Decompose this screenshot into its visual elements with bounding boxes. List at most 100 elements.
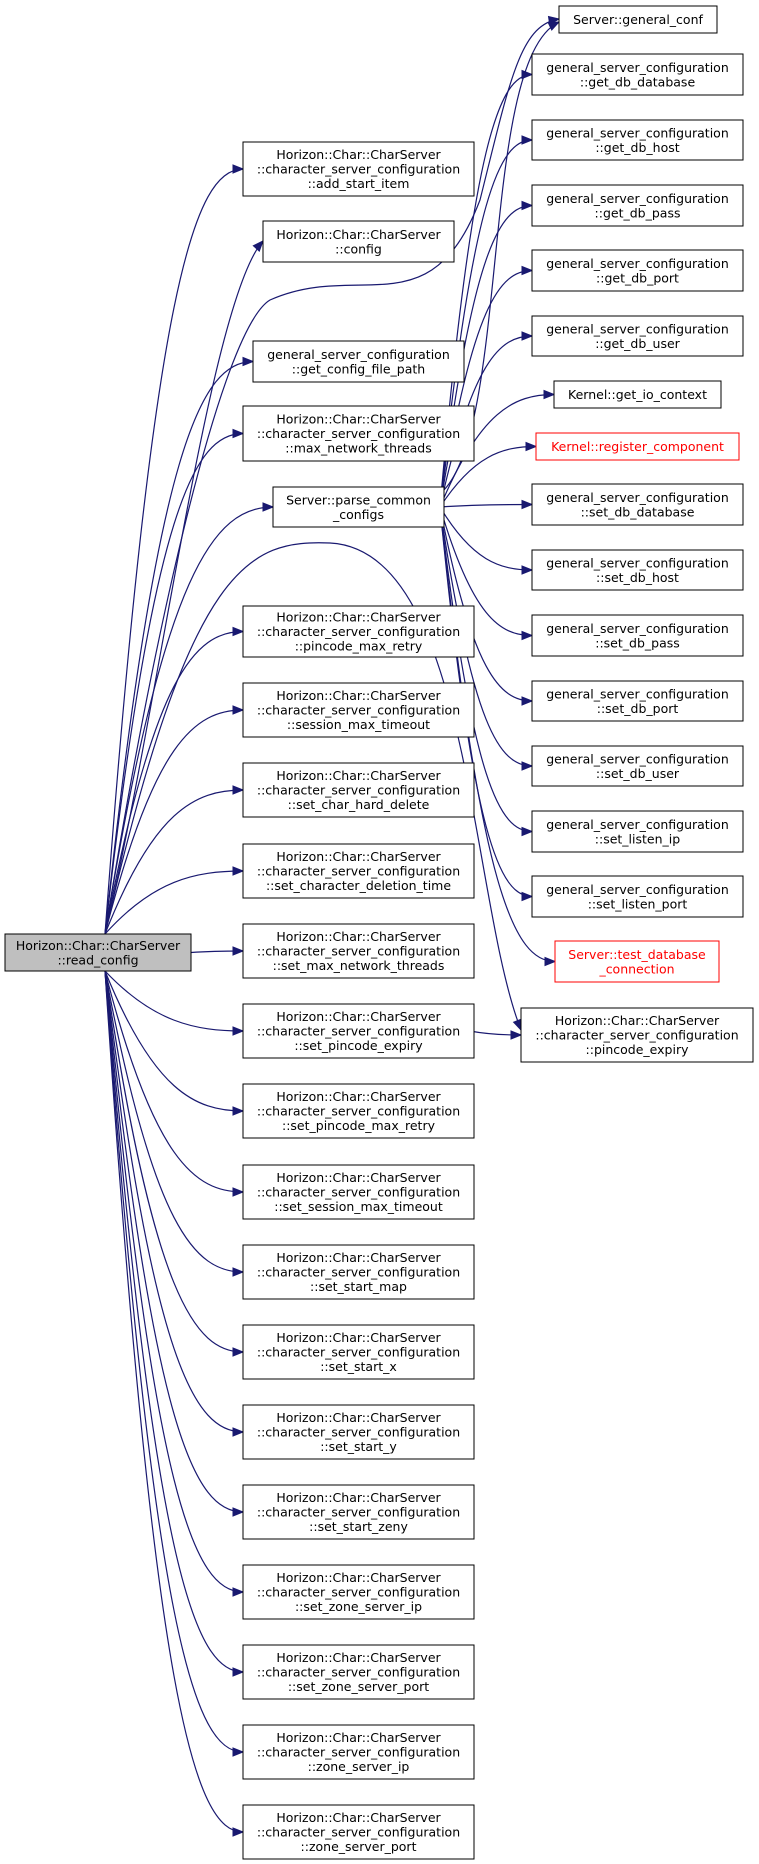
- node-label: general_server_configuration: [546, 125, 729, 140]
- node-label: ::read_config: [57, 952, 138, 967]
- node-get_db_database[interactable]: general_server_configuration::get_db_dat…: [531, 53, 744, 96]
- node-root[interactable]: Horizon::Char::CharServer::read_config: [4, 933, 192, 972]
- node-zone_server_ip[interactable]: Horizon::Char::CharServer::character_ser…: [242, 1724, 475, 1780]
- node-label: _connection: [598, 961, 674, 976]
- node-label: ::character_server_configuration: [257, 1345, 460, 1360]
- node-box: [242, 1724, 475, 1780]
- node-label: ::set_start_zeny: [309, 1519, 408, 1534]
- node-set_listen_port[interactable]: general_server_configuration::set_listen…: [531, 875, 744, 918]
- node-label: general_server_configuration: [546, 321, 729, 336]
- node-box: [531, 249, 744, 292]
- node-set_db_pass[interactable]: general_server_configuration::set_db_pas…: [531, 614, 744, 657]
- edge-root-to-set_start_y: [104, 970, 244, 1433]
- node-label: ::max_network_threads: [285, 441, 431, 456]
- node-box: [531, 184, 744, 227]
- edge-root-to-set_zone_server_ip: [104, 970, 244, 1593]
- edge-parse_common_configs-to-set_listen_ip: [439, 506, 533, 833]
- node-box: [531, 614, 744, 657]
- node-set_start_x[interactable]: Horizon::Char::CharServer::character_ser…: [242, 1324, 475, 1380]
- edge-root-to-pincode_expiry: [104, 542, 522, 1031]
- edge-root-to-get_config_file_path: [104, 360, 254, 935]
- node-set_listen_ip[interactable]: general_server_configuration::set_listen…: [531, 810, 744, 853]
- node-add_start_item[interactable]: Horizon::Char::CharServer::character_ser…: [242, 141, 475, 197]
- node-config[interactable]: Horizon::Char::CharServer::config: [262, 220, 455, 263]
- edge-root-to-set_pincode_max_retry: [104, 970, 244, 1112]
- node-label: Horizon::Char::CharServer: [276, 1410, 441, 1425]
- node-set_max_network_threads[interactable]: Horizon::Char::CharServer::character_ser…: [242, 923, 475, 979]
- node-label: ::set_start_y: [320, 1439, 397, 1454]
- node-label: ::character_server_configuration: [257, 162, 460, 177]
- node-label: ::pincode_max_retry: [295, 639, 423, 654]
- node-label: Horizon::Char::CharServer: [276, 1089, 441, 1104]
- edge-parse_common_configs-to-get_io_context: [439, 393, 555, 508]
- node-get_db_host[interactable]: general_server_configuration::get_db_hos…: [531, 119, 744, 161]
- node-label: general_server_configuration: [546, 191, 729, 206]
- node-set_start_y[interactable]: Horizon::Char::CharServer::character_ser…: [242, 1404, 475, 1460]
- node-set_db_user[interactable]: general_server_configuration::set_db_use…: [531, 745, 744, 787]
- node-get_io_context[interactable]: Kernel::get_io_context: [553, 380, 722, 409]
- edge-root-to-set_character_deletion_time: [104, 870, 244, 935]
- edge-parse_common_configs-to-set_db_port: [439, 506, 533, 702]
- edge-arrowhead: [232, 626, 245, 637]
- node-max_network_threads[interactable]: Horizon::Char::CharServer::character_ser…: [242, 405, 475, 462]
- edge-arrowhead: [232, 428, 245, 439]
- node-set_db_host[interactable]: general_server_configuration::set_db_hos…: [531, 549, 744, 591]
- node-label: Horizon::Char::CharServer: [276, 1490, 441, 1505]
- node-set_pincode_max_retry[interactable]: Horizon::Char::CharServer::character_ser…: [242, 1083, 475, 1139]
- node-pincode_expiry[interactable]: Horizon::Char::CharServer::character_ser…: [520, 1007, 754, 1063]
- node-set_db_port[interactable]: general_server_configuration::set_db_por…: [531, 680, 744, 722]
- node-label: ::character_server_configuration: [257, 1825, 460, 1840]
- node-label: ::set_zone_server_ip: [295, 1599, 422, 1614]
- node-label: ::config: [335, 241, 382, 256]
- node-get_db_user[interactable]: general_server_configuration::get_db_use…: [531, 315, 744, 357]
- node-label: ::set_char_hard_delete: [288, 797, 430, 812]
- edge-arrowhead: [521, 630, 534, 641]
- node-label: Server::parse_common: [286, 492, 431, 507]
- node-parse_common_configs[interactable]: Server::parse_common_configs: [272, 486, 445, 528]
- node-zone_server_port[interactable]: Horizon::Char::CharServer::character_ser…: [242, 1804, 475, 1860]
- edge-arrowhead: [232, 946, 245, 956]
- edge-root-to-max_network_threads: [104, 432, 244, 935]
- node-set_char_hard_delete[interactable]: Horizon::Char::CharServer::character_ser…: [242, 762, 475, 818]
- node-label: ::get_db_user: [595, 336, 680, 351]
- node-box: [252, 340, 465, 383]
- node-label: general_server_configuration: [546, 555, 729, 570]
- node-session_max_timeout[interactable]: Horizon::Char::CharServer::character_ser…: [242, 682, 475, 738]
- node-label: Horizon::Char::CharServer: [276, 1810, 441, 1825]
- node-set_db_database[interactable]: general_server_configuration::set_db_dat…: [531, 483, 744, 526]
- node-set_character_deletion_time[interactable]: Horizon::Char::CharServer::character_ser…: [242, 843, 475, 899]
- node-label: ::set_start_x: [320, 1359, 397, 1374]
- node-box: [535, 432, 740, 461]
- node-label: general_server_configuration: [546, 817, 729, 832]
- node-set_pincode_expiry[interactable]: Horizon::Char::CharServer::character_ser…: [242, 1003, 475, 1059]
- node-box: [242, 1244, 475, 1300]
- node-set_session_max_timeout[interactable]: Horizon::Char::CharServer::character_ser…: [242, 1164, 475, 1220]
- node-label: general_server_configuration: [546, 751, 729, 766]
- edge-arrowhead: [521, 265, 534, 276]
- node-label: ::character_server_configuration: [257, 703, 460, 718]
- node-label: ::character_server_configuration: [257, 864, 460, 879]
- node-box: [242, 405, 475, 462]
- node-general_conf[interactable]: Server::general_conf: [558, 5, 718, 34]
- node-get_db_pass[interactable]: general_server_configuration::get_db_pas…: [531, 184, 744, 227]
- node-pincode_max_retry[interactable]: Horizon::Char::CharServer::character_ser…: [242, 605, 475, 658]
- edge-arrowhead: [232, 705, 245, 715]
- node-label: ::get_db_pass: [595, 205, 681, 220]
- node-box: [242, 1644, 475, 1700]
- node-box: [242, 1324, 475, 1380]
- node-label: Horizon::Char::CharServer: [276, 688, 441, 703]
- node-set_zone_server_ip[interactable]: Horizon::Char::CharServer::character_ser…: [242, 1564, 475, 1620]
- node-test_database_connection[interactable]: Server::test_database_connection: [554, 940, 720, 983]
- node-set_zone_server_port[interactable]: Horizon::Char::CharServer::character_ser…: [242, 1644, 475, 1700]
- edge-root-to-set_start_x: [104, 970, 244, 1353]
- node-label: Horizon::Char::CharServer: [276, 1650, 441, 1665]
- node-set_start_zeny[interactable]: Horizon::Char::CharServer::character_ser…: [242, 1484, 475, 1540]
- node-get_db_port[interactable]: general_server_configuration::get_db_por…: [531, 249, 744, 292]
- node-box: [553, 380, 722, 409]
- node-label: ::set_listen_ip: [595, 831, 680, 846]
- node-label: Horizon::Char::CharServer: [276, 1170, 441, 1185]
- edge-arrowhead: [232, 1587, 245, 1597]
- node-get_config_file_path[interactable]: general_server_configuration::get_config…: [252, 340, 465, 383]
- node-set_start_map[interactable]: Horizon::Char::CharServer::character_ser…: [242, 1244, 475, 1300]
- node-register_component[interactable]: Kernel::register_component: [535, 432, 740, 461]
